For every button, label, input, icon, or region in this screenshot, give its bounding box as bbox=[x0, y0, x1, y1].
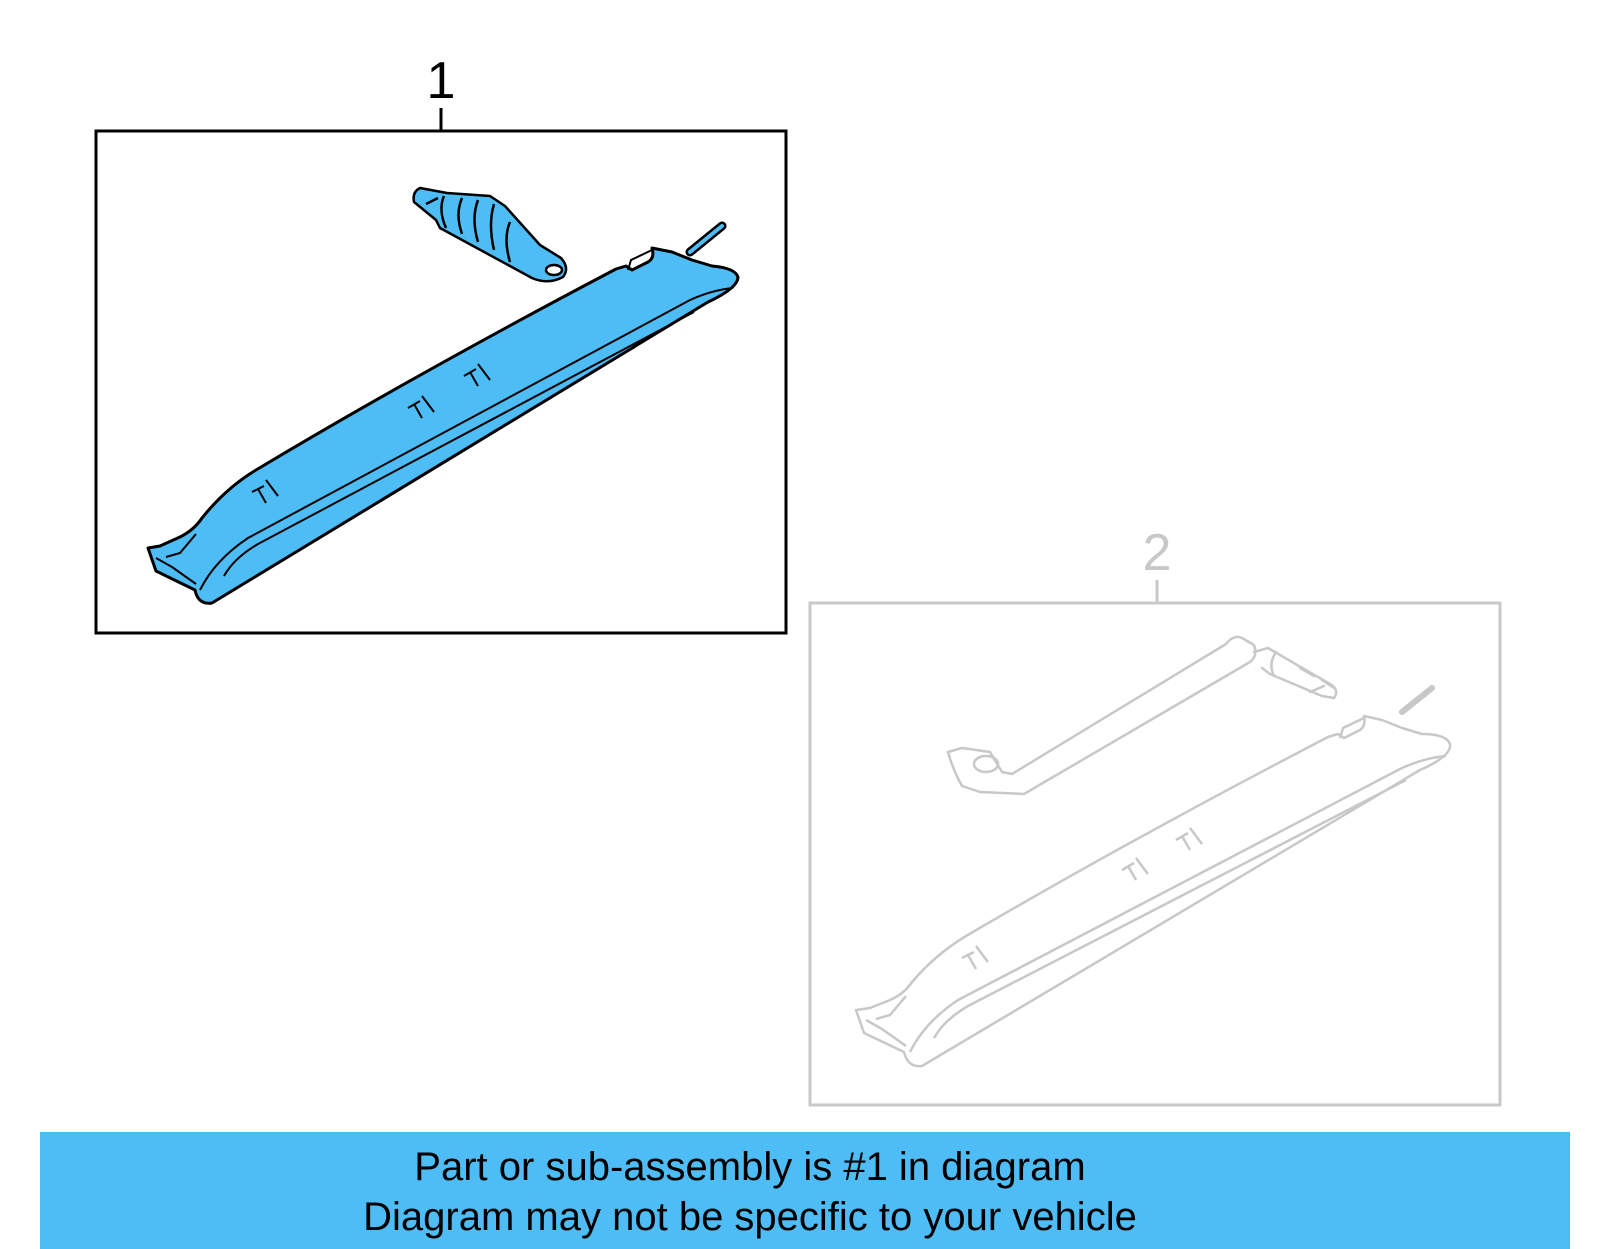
wire-icon bbox=[685, 221, 727, 257]
lamp-body-icon bbox=[146, 246, 740, 605]
wire-2-icon bbox=[1399, 685, 1435, 715]
callout-part-1: 1 bbox=[427, 52, 456, 110]
callout-part-2: 2 bbox=[1143, 524, 1172, 582]
wiring-harness-icon bbox=[946, 635, 1338, 796]
part-2-group[interactable]: 2 bbox=[808, 524, 1502, 1107]
info-banner-bg bbox=[40, 1132, 1570, 1249]
part-1-frame bbox=[94, 129, 788, 635]
banner-line-2: Diagram may not be specific to your vehi… bbox=[363, 1195, 1137, 1239]
banner-line-1: Part or sub-assembly is #1 in diagram bbox=[414, 1145, 1086, 1189]
lamp-body-2-icon bbox=[854, 714, 1452, 1068]
info-banner: Part or sub-assembly is #1 in diagram Di… bbox=[40, 1132, 1570, 1249]
bulb-socket-icon bbox=[412, 186, 568, 283]
part-2-frame bbox=[808, 601, 1502, 1107]
part-1-group[interactable]: 1 bbox=[94, 52, 788, 635]
